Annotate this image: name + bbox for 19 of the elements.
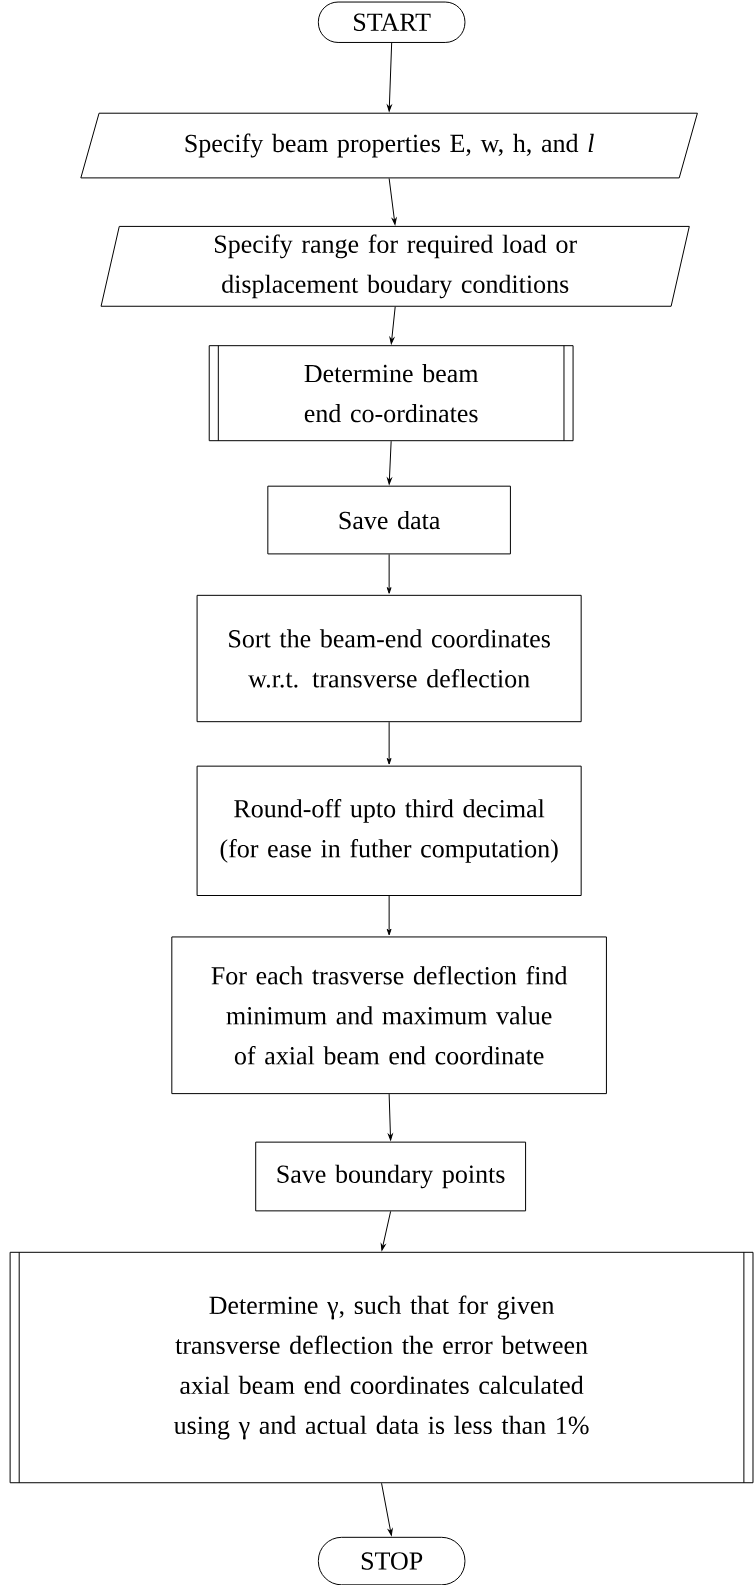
- arrow: [387, 42, 393, 112]
- arrow: [380, 1210, 392, 1251]
- arrow: [386, 553, 392, 594]
- process-box: Round-off upto third decimal (for ease in futher computation): [196, 765, 582, 896]
- process-box: Save boundary points: [255, 1141, 527, 1212]
- process-box: For each trasverse deflection find minimum and maximum value of axial beam end coordinate: [171, 936, 607, 1095]
- arrow: [388, 177, 397, 225]
- predefined-process-box: Determine γ, such that for given transverse deflection the error between axial beam end coordinates calculated using γ and actual data is less than 1%: [9, 1251, 754, 1484]
- arrow: [386, 721, 392, 765]
- predefined-process-box: Determine beam end co-ordinates: [208, 345, 574, 442]
- arrow: [388, 1093, 393, 1141]
- arrow: [387, 440, 392, 485]
- input-parallelogram: Specify range for required load or displacement boudary conditions: [100, 225, 690, 307]
- input-parallelogram: Specify beam properties E, w, h, and l: [80, 112, 698, 179]
- process-box: Sort the beam-end coordinates w.r.t. transverse deflection: [196, 594, 582, 723]
- arrow: [386, 895, 392, 936]
- process-box: Save data: [267, 485, 511, 555]
- arrow: [381, 1482, 393, 1536]
- arrow: [389, 306, 396, 345]
